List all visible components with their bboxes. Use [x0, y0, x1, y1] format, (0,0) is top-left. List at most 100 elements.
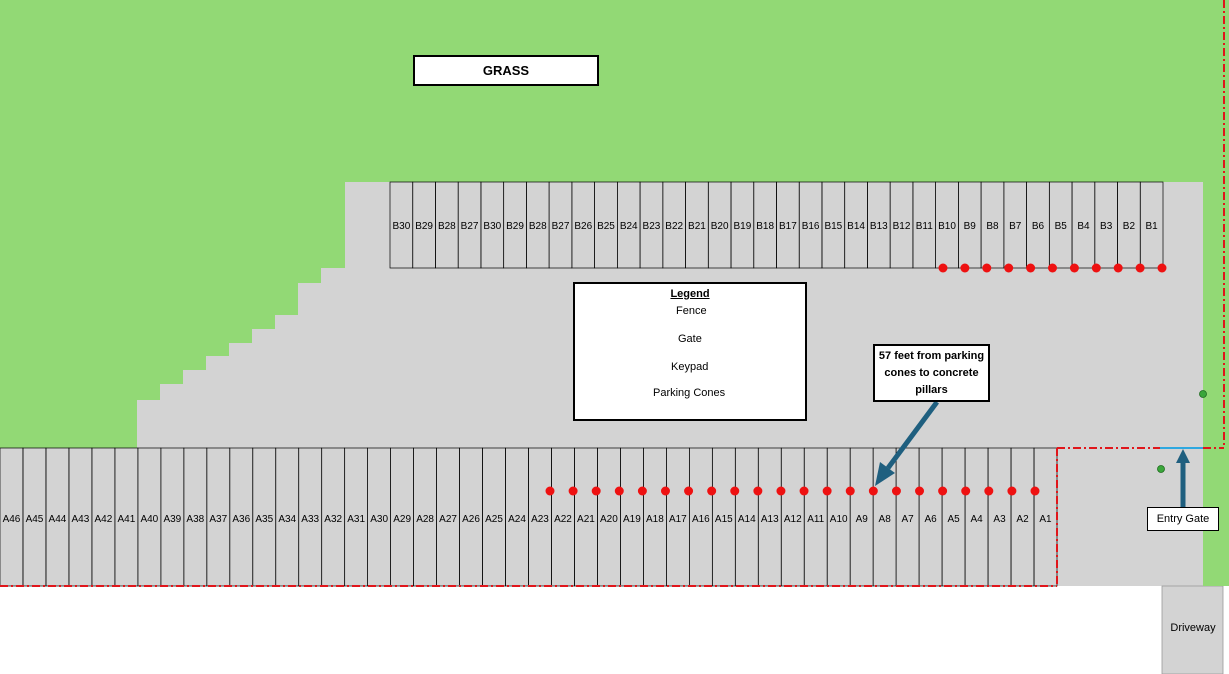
- legend-gate-label: Gate: [678, 333, 702, 345]
- row-a-cone: [1007, 486, 1017, 496]
- legend: Legend Fence Gate Keypad Parking Cones: [573, 282, 807, 421]
- row-b-stall-label: B11: [916, 221, 933, 232]
- row-b-cone: [960, 263, 970, 273]
- callout-arrowhead: [875, 462, 895, 486]
- row-b-stall-label: B29: [506, 221, 524, 232]
- row-b-cone: [982, 263, 992, 273]
- row-b-stall-label: B28: [438, 221, 456, 232]
- row-a-stall-label: A37: [209, 514, 227, 525]
- row-a-cone: [545, 486, 555, 496]
- row-a-cone: [776, 486, 786, 496]
- row-a-stall-label: A14: [738, 514, 756, 525]
- row-a-cone: [637, 486, 647, 496]
- row-a-stall-label: A12: [784, 514, 802, 525]
- row-b-cone: [1113, 263, 1123, 273]
- row-b-stall-label: B25: [597, 221, 615, 232]
- row-b-stall-label: B21: [688, 221, 706, 232]
- row-b-stall-label: B23: [643, 221, 661, 232]
- row-a-cone: [568, 486, 578, 496]
- row-a-stall-label: A21: [577, 514, 595, 525]
- row-a-stall-label: A41: [117, 514, 135, 525]
- row-b-stall-label: B26: [574, 221, 592, 232]
- row-a-stall-label: A9: [856, 514, 869, 525]
- row-a-stall-label: A43: [72, 514, 90, 525]
- row-a-cone: [891, 486, 901, 496]
- row-a-stall-label: A45: [26, 514, 44, 525]
- row-a-stall-label: A23: [531, 514, 549, 525]
- row-a-cone: [614, 486, 624, 496]
- row-a-stall-label: A39: [163, 514, 181, 525]
- row-a-stall-label: A29: [393, 514, 411, 525]
- row-a-cone: [984, 486, 994, 496]
- row-a-stall-label: A46: [3, 514, 21, 525]
- legend-fence-label: Fence: [676, 305, 707, 317]
- row-a-stall-label: A18: [646, 514, 664, 525]
- row-b-cone: [1069, 263, 1079, 273]
- row-b-cones: [938, 263, 1167, 273]
- row-b-stall-label: B10: [938, 221, 956, 232]
- row-b-stall-label: B15: [824, 221, 842, 232]
- row-b-cone: [1135, 263, 1145, 273]
- row-b-cone: [1157, 263, 1167, 273]
- row-a-stall-label: A19: [623, 514, 641, 525]
- row-a-stall-label: A6: [925, 514, 938, 525]
- row-a-cone: [753, 486, 763, 496]
- row-b-stall-label: B1: [1146, 221, 1159, 232]
- row-a-stall-label: A13: [761, 514, 779, 525]
- row-b-stall-label: B3: [1100, 221, 1113, 232]
- row-a-stall-label: A10: [830, 514, 848, 525]
- row-a-stall-label: A7: [902, 514, 915, 525]
- row-a-cone: [684, 486, 694, 496]
- row-a-stall-label: A11: [807, 514, 824, 525]
- row-b-stall-label: B18: [756, 221, 774, 232]
- row-a-stall-label: A28: [416, 514, 434, 525]
- row-a-cone: [707, 486, 717, 496]
- row-a-cone: [845, 486, 855, 496]
- row-a-cone: [660, 486, 670, 496]
- distance-callout-text: 57 feet from parking cones to concrete p…: [878, 349, 985, 396]
- row-a-stall-label: A16: [692, 514, 710, 525]
- row-b-stall-label: B8: [986, 221, 999, 232]
- row-a-stall-label: A24: [508, 514, 526, 525]
- row-a-cone: [799, 486, 809, 496]
- row-b-stall-label: B6: [1032, 221, 1045, 232]
- row-b-stall-label: B2: [1123, 221, 1136, 232]
- row-b-stall: [1139, 181, 1164, 269]
- row-a-stall-label: A5: [947, 514, 960, 525]
- row-a-stall-label: A38: [186, 514, 204, 525]
- row-b-stall-label: B22: [665, 221, 683, 232]
- callout-arrow-shaft: [885, 400, 940, 470]
- row-a-stall-label: A26: [462, 514, 480, 525]
- row-b-stall-label: B24: [620, 221, 638, 232]
- row-b-cone: [1026, 263, 1036, 273]
- row-a-cone: [730, 486, 740, 496]
- row-a-stall-label: A20: [600, 514, 618, 525]
- row-b-cone: [1048, 263, 1057, 273]
- row-b-stall-label: B28: [529, 221, 547, 232]
- row-a-stall-label: A42: [95, 514, 113, 525]
- distance-callout: 57 feet from parking cones to concrete p…: [873, 344, 990, 402]
- row-b-cone: [1004, 263, 1014, 273]
- row-a-stall-label: A2: [1016, 514, 1029, 525]
- entry-arrowhead: [1176, 449, 1190, 463]
- row-a-stall-label: A30: [370, 514, 388, 525]
- row-b-stall-label: B17: [779, 221, 797, 232]
- row-a-stall-label: A36: [232, 514, 250, 525]
- row-a-cone: [822, 486, 832, 496]
- row-a-stall-label: A27: [439, 514, 457, 525]
- row-a-stall-label: A22: [554, 514, 572, 525]
- row-a-stall-label: A15: [715, 514, 733, 525]
- row-a-cone: [868, 486, 878, 496]
- row-b-stall-label: B16: [802, 221, 820, 232]
- row-b-cone: [1091, 263, 1101, 273]
- row-a-cone: [961, 486, 971, 496]
- row-a-stall-label: A1: [1039, 514, 1052, 525]
- row-a-stall-label: A34: [278, 514, 296, 525]
- row-a-stall-label: A3: [993, 514, 1006, 525]
- row-a-stall-label: A35: [255, 514, 273, 525]
- row-a-cone: [1030, 486, 1040, 496]
- legend-title: Legend: [670, 288, 710, 300]
- keypad-entry: [1157, 465, 1165, 473]
- legend-keypad-label: Keypad: [671, 361, 709, 373]
- row-b-stall-label: B5: [1055, 221, 1068, 232]
